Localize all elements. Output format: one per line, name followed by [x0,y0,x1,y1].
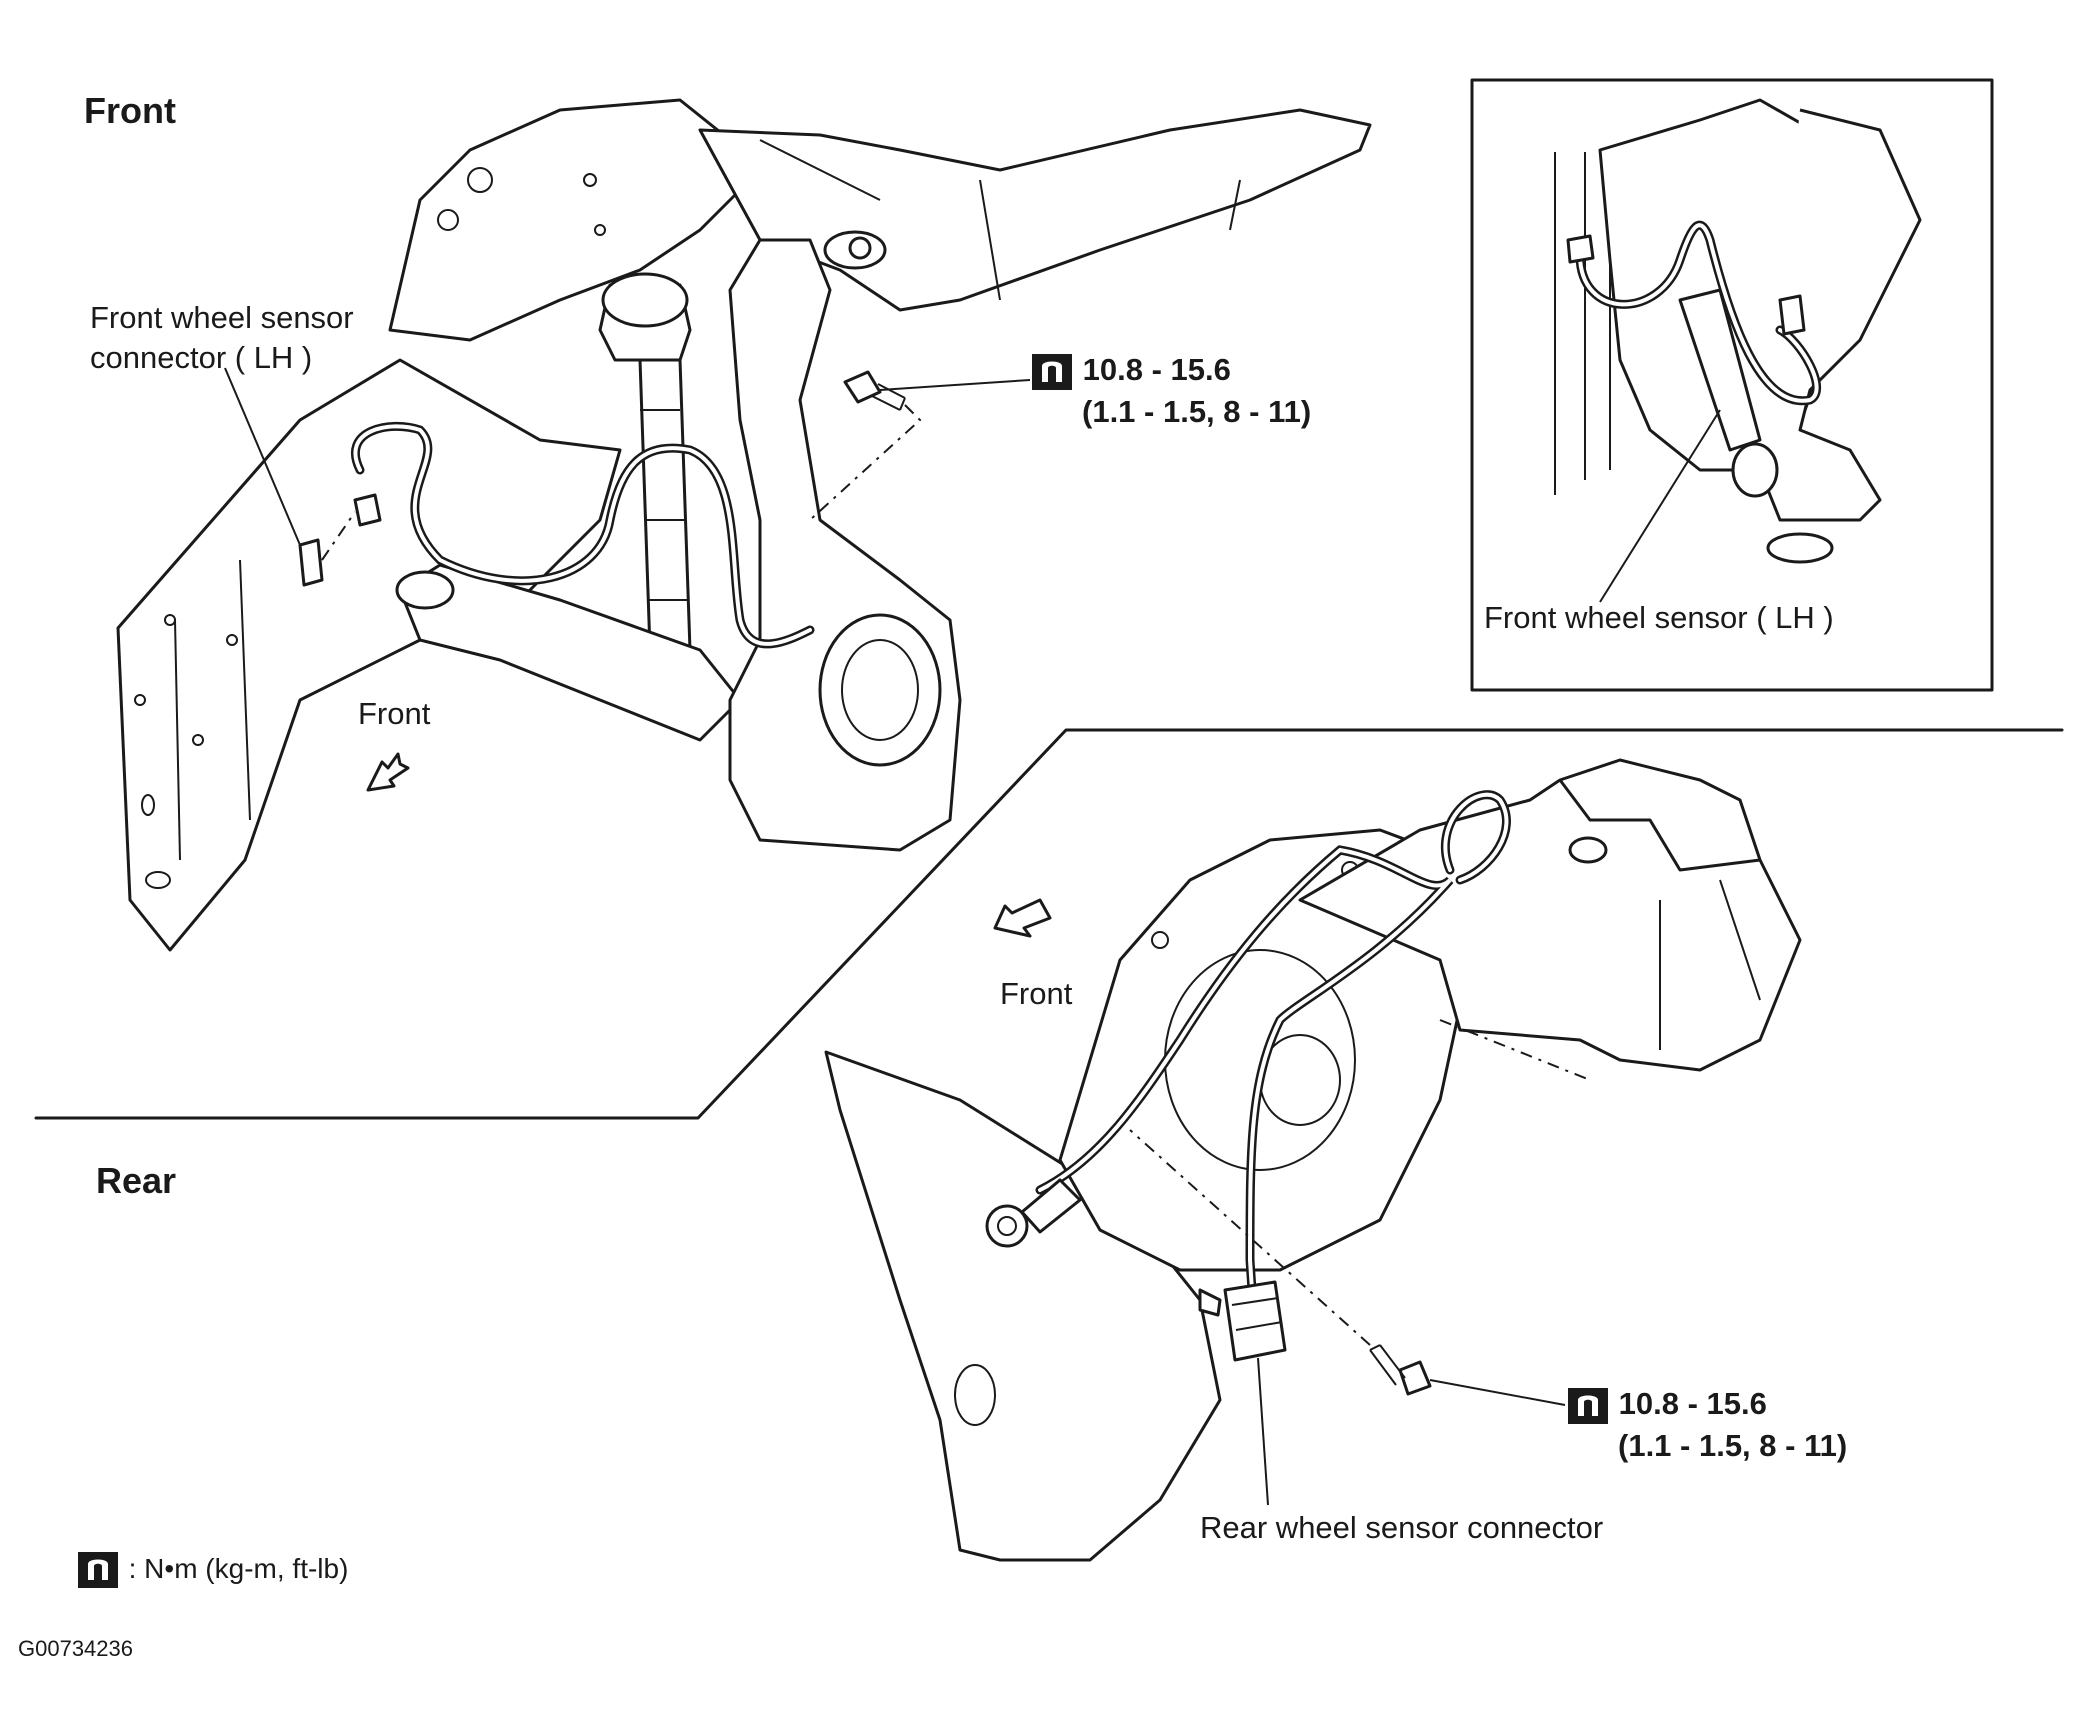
rear-torque-callout: 10.8 - 15.6 (1.1 - 1.5, 8 - 11) [1566,1384,1847,1466]
front-sensor-connector-label-line1: Front wheel sensor [90,300,354,335]
rear-axle-drawing [824,758,1802,1562]
section-divider [34,728,2064,1120]
front-suspension-drawing [116,98,1372,952]
front-sensor-connector-label: Front wheel sensor connector ( LH ) [90,298,354,379]
front-view-direction-label: Front [358,696,431,731]
figure-id: G00734236 [18,1636,133,1661]
torque-wrench-icon [1032,353,1072,390]
inset-frame [1470,78,1994,692]
rear-torque-value: 10.8 - 15.6 [1618,1386,1767,1421]
front-torque-value: 10.8 - 15.6 [1082,352,1231,387]
inset-sensor-drawing [1554,98,1922,603]
front-torque-callout: 10.8 - 15.6 (1.1 - 1.5, 8 - 11) [1030,350,1311,432]
front-torque-line1: 10.8 - 15.6 [1030,350,1311,392]
rear-torque-line1: 10.8 - 15.6 [1566,1384,1847,1426]
torque-legend-text: : N•m (kg-m, ft-lb) [128,1553,349,1584]
torque-wrench-icon [78,1551,118,1588]
front-torque-conversion: (1.1 - 1.5, 8 - 11) [1082,393,1312,429]
torque-legend: : N•m (kg-m, ft-lb) [76,1548,348,1590]
rear-heading: Rear [96,1160,177,1201]
front-sensor-inset-label: Front wheel sensor ( LH ) [1484,600,1834,635]
front-sensor-connector-label-line2: connector ( LH ) [90,340,313,376]
torque-wrench-icon [1568,1387,1608,1424]
rear-torque-conversion: (1.1 - 1.5, 8 - 11) [1618,1427,1848,1463]
front-heading: Front [84,90,176,131]
rear-view-direction-label: Front [1000,976,1073,1011]
rear-sensor-connector-label: Rear wheel sensor connector [1200,1510,1604,1545]
